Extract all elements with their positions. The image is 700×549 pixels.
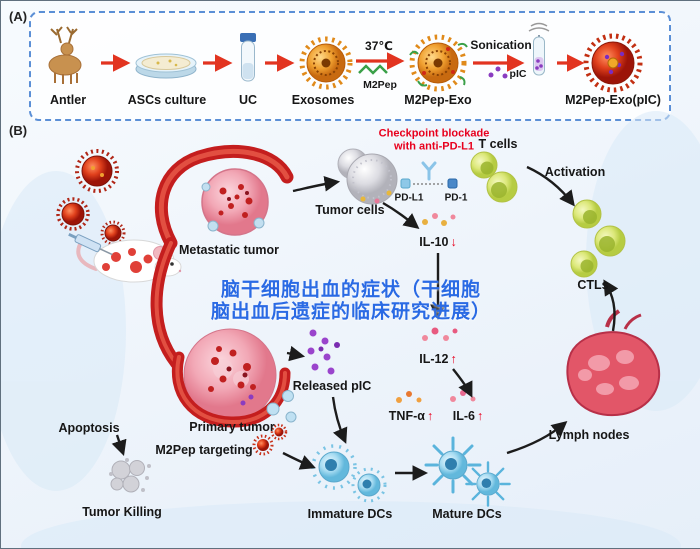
il12-text: IL-12 <box>419 352 449 366</box>
released-pic-dots <box>307 329 340 375</box>
label-lymph-nodes: Lymph nodes <box>548 428 630 442</box>
virus-particle-icon <box>75 149 119 193</box>
label-uc: UC <box>238 93 258 107</box>
panel-a-tag: (A) <box>9 9 28 24</box>
label-ascs-culture: ASCs culture <box>127 93 207 107</box>
label-primary-tumor: Primary tumor <box>189 420 275 434</box>
label-ctls: CTLs <box>577 278 609 292</box>
label-apoptosis: Apoptosis <box>58 421 120 435</box>
il6-text: IL-6 <box>452 409 475 423</box>
il10-dots <box>422 213 456 226</box>
label-temp-37c: 37℃ <box>365 39 393 53</box>
tnf-dots <box>396 391 422 403</box>
label-tnf: TNF-α↑ <box>389 409 433 423</box>
t-cells-illustration <box>470 151 518 203</box>
label-checkpoint-line2: with anti-PD-L1 <box>393 140 475 153</box>
tnf-text: TNF-α <box>388 409 425 423</box>
pd-l1-pd-1-interaction <box>400 161 458 189</box>
mature-dcs-illustration <box>424 436 511 507</box>
immature-dcs-illustration <box>311 444 387 503</box>
tnf-up-arrow: ↑ <box>426 409 434 423</box>
il10-down-arrow: ↓ <box>450 235 457 249</box>
label-activation: Activation <box>544 165 606 179</box>
il6-up-arrow: ↑ <box>476 409 484 423</box>
label-m2pep-exo: M2Pep-Exo <box>404 93 472 107</box>
label-pd-l1: PD-L1 <box>394 192 424 204</box>
label-il10: IL-10↓ <box>419 235 456 249</box>
label-sonication: Sonication <box>470 38 532 52</box>
label-m2pep-peptide: M2Pep <box>363 79 397 91</box>
label-tumor-cells: Tumor cells <box>315 203 385 217</box>
label-tumor-killing: Tumor Killing <box>82 505 162 519</box>
label-exosomes: Exosomes <box>291 93 355 107</box>
tumor-killing-cell <box>109 458 151 493</box>
virus-particle-icon <box>56 197 90 231</box>
syringe-icon <box>68 232 113 256</box>
il10-text: IL-10 <box>419 235 449 249</box>
mouse-illustration <box>76 239 182 283</box>
blood-vessel <box>150 145 294 369</box>
metastatic-tumor-illustration <box>201 168 269 236</box>
lymph-node-illustration <box>566 309 660 417</box>
ctls-illustration <box>570 199 626 278</box>
tumor-cells-illustration <box>337 148 398 205</box>
label-antler: Antler <box>49 93 87 107</box>
label-pic: pIC <box>509 68 527 80</box>
label-mature-dcs: Mature DCs <box>432 507 502 521</box>
watermark-line1: 脑干细胞出血的症状（干细胞 <box>220 279 482 301</box>
label-immature-dcs: Immature DCs <box>307 507 393 521</box>
label-checkpoint-line1: Checkpoint blockade <box>378 127 490 140</box>
il12-up-arrow: ↑ <box>450 352 457 366</box>
label-metastatic-tumor: Metastatic tumor <box>178 243 280 257</box>
il6-dots <box>450 390 476 402</box>
virus-particle-icon <box>100 220 126 246</box>
watermark-line2: 脑出血后遗症的临床研究进展） <box>210 301 492 323</box>
label-il12: IL-12↑ <box>419 352 456 366</box>
label-m2pep-targeting: M2Pep targeting <box>155 443 253 457</box>
il12-dots <box>422 327 458 341</box>
label-t-cells: T cells <box>478 137 518 151</box>
panel-b-tag: (B) <box>9 123 28 138</box>
label-il6: IL-6↑ <box>453 409 483 423</box>
primary-tumor-illustration <box>172 328 297 428</box>
label-released-pic: Released pIC <box>292 379 372 393</box>
label-m2pep-exo-pic: M2Pep-Exo(pIC) <box>565 93 661 107</box>
label-pd-1: PD-1 <box>444 192 468 204</box>
